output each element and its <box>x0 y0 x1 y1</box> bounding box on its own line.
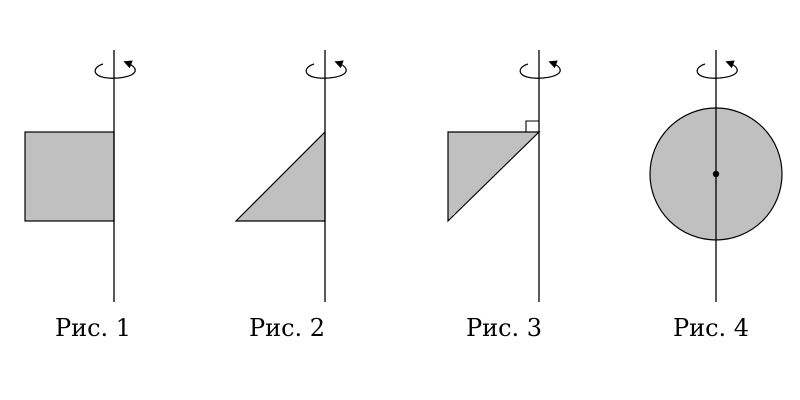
figure-2 <box>234 50 347 302</box>
right-angle-mark-icon <box>525 120 539 132</box>
figure-3-caption: Рис. 3 <box>465 314 543 342</box>
rotation-arrow-icon <box>519 60 561 79</box>
figure-1-square <box>24 131 115 222</box>
figure-4-caption: Рис. 4 <box>672 314 750 342</box>
figure-2-triangle <box>234 130 326 222</box>
figure-2-caption: Рис. 2 <box>248 314 326 342</box>
rotation-arrow-icon <box>696 60 738 79</box>
rotation-arrow-icon <box>305 60 347 79</box>
center-point-icon <box>712 170 720 178</box>
figure-4 <box>649 50 783 302</box>
figure-1-caption: Рис. 1 <box>54 314 132 342</box>
figure-3 <box>447 50 561 302</box>
figure-3-triangle <box>447 131 541 223</box>
figure-1 <box>24 50 136 302</box>
rotation-arrow-icon <box>94 60 136 79</box>
